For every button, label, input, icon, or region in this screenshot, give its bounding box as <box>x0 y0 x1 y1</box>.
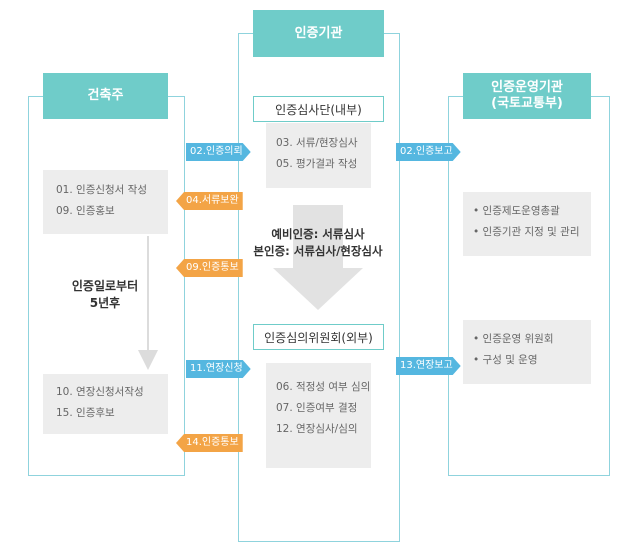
center-subheader-1: 인증심사단(내부) <box>253 96 384 122</box>
left-box-2-line-2: 15. 인증후보 <box>56 407 115 419</box>
left-box-1: 01. 인증신청서 작성 09. 인증홍보 <box>43 170 168 234</box>
center-box-1-line-1: 03. 서류/현장심사 <box>276 137 358 149</box>
center-big-arrow-head <box>273 268 363 310</box>
right-column-title-line-1: 인증운영기관 <box>491 80 563 95</box>
left-down-arrow-head <box>138 350 158 370</box>
tag-inquiry-request: 02.인증의뢰 <box>186 143 251 161</box>
left-middle-text-line-1: 인증일로부터 <box>71 279 139 293</box>
center-box-1-line-2: 05. 평가결과 작성 <box>276 158 358 170</box>
center-box-2-line-2: 07. 인증여부 결정 <box>276 402 358 414</box>
tag-document-supplement-label: 04.서류보완 <box>186 195 239 206</box>
tag-certification-notice-2: 14.인증통보 <box>176 434 243 452</box>
left-middle-text: 인증일로부터 5년후 <box>50 278 160 312</box>
right-box-2-text-2: 구성 및 운영 <box>482 354 538 366</box>
right-column-title-line-2: (국토교통부) <box>491 96 563 111</box>
left-box-2: 10. 연장신청서작성 15. 인증후보 <box>43 374 168 434</box>
left-down-arrow-shaft <box>147 236 149 352</box>
left-box-2-line-1: 10. 연장신청서작성 <box>56 386 144 398</box>
left-middle-text-line-2: 5년후 <box>89 296 121 310</box>
center-box-2-line-3: 12. 연장심사/심의 <box>276 423 358 435</box>
right-box-2: • 인증운영 위원회 • 구성 및 운영 <box>463 320 591 384</box>
center-column-header: 인증기관 <box>253 10 384 57</box>
tag-certification-report-label: 02.인증보고 <box>400 146 453 157</box>
center-subheader-2: 인증심의위원회(외부) <box>253 324 384 350</box>
center-box-2: 06. 적정성 여부 심의 07. 인증여부 결정 12. 연장심사/심의 <box>266 363 371 468</box>
center-box-2-line-1: 06. 적정성 여부 심의 <box>276 381 371 393</box>
center-arrow-text: 예비인증: 서류심사 본인증: 서류심사/현장심사 <box>243 226 393 260</box>
tag-extension-report: 13.연장보고 <box>396 357 461 375</box>
tag-certification-notice-2-label: 14.인증통보 <box>186 437 239 448</box>
right-box-1-line-2: • 인증기관 지정 및 관리 <box>473 226 580 238</box>
right-box-1: • 인증제도운영총괄 • 인증기관 지정 및 관리 <box>463 192 591 256</box>
right-column-frame <box>448 96 610 476</box>
tag-extension-request-label: 11.연장신청 <box>190 363 243 374</box>
left-box-1-line-2: 09. 인증홍보 <box>56 205 115 217</box>
center-arrow-text-line-2: 본인증: 서류심사/현장심사 <box>253 244 383 258</box>
center-column-title: 인증기관 <box>294 25 343 41</box>
center-subheader-2-label: 인증심의위원회(외부) <box>264 330 373 345</box>
center-big-arrow-shaft <box>293 205 343 270</box>
tag-extension-request: 11.연장신청 <box>186 360 251 378</box>
tag-document-supplement: 04.서류보완 <box>176 192 243 210</box>
center-arrow-text-line-1: 예비인증: 서류심사 <box>271 227 365 241</box>
right-box-2-text-1: 인증운영 위원회 <box>482 333 554 345</box>
center-subheader-1-label: 인증심사단(내부) <box>275 102 362 117</box>
tag-extension-report-label: 13.연장보고 <box>400 360 453 371</box>
right-box-1-line-1: • 인증제도운영총괄 <box>473 205 560 217</box>
right-box-2-line-2: • 구성 및 운영 <box>473 354 538 366</box>
tag-inquiry-request-label: 02.인증의뢰 <box>190 146 243 157</box>
tag-certification-notice-1: 09.인증통보 <box>176 259 243 277</box>
right-box-1-text-2: 인증기관 지정 및 관리 <box>482 226 580 238</box>
left-column-header: 건축주 <box>43 73 168 119</box>
tag-certification-notice-1-label: 09.인증통보 <box>186 262 239 273</box>
left-column-title: 건축주 <box>87 88 124 103</box>
tag-certification-report: 02.인증보고 <box>396 143 461 161</box>
right-box-2-line-1: • 인증운영 위원회 <box>473 333 554 345</box>
center-box-1: 03. 서류/현장심사 05. 평가결과 작성 <box>266 123 371 188</box>
right-box-1-text-1: 인증제도운영총괄 <box>482 205 560 217</box>
left-box-1-line-1: 01. 인증신청서 작성 <box>56 184 147 196</box>
right-column-header: 인증운영기관 (국토교통부) <box>463 73 591 119</box>
